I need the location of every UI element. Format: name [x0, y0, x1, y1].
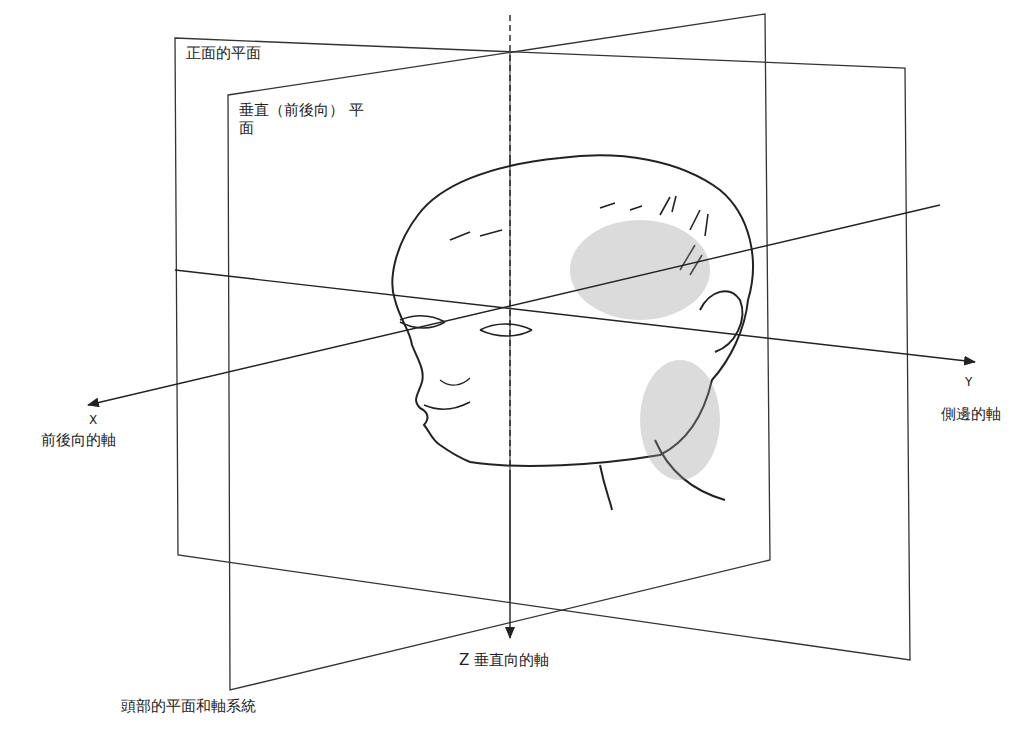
y-axis	[175, 270, 975, 362]
axes	[88, 15, 975, 638]
axis-letter: Y	[962, 374, 975, 390]
axis-label: 側邊的軸	[938, 404, 1004, 424]
mouth	[424, 402, 470, 409]
x-axis	[88, 205, 940, 405]
right-eye	[480, 324, 532, 336]
frontal-plane	[175, 38, 910, 660]
head-drawing	[392, 155, 753, 510]
plane-label: 垂直（前後向） 平面	[236, 100, 367, 138]
axis-letter: X	[86, 412, 100, 428]
z-axis-inside-head	[509, 160, 510, 470]
planes	[175, 14, 910, 690]
ear	[700, 291, 742, 352]
sagittal-plane	[228, 14, 770, 690]
z-axis-lower	[509, 470, 510, 638]
axis-label: 前後向的軸	[38, 430, 119, 450]
z-axis-upper	[509, 15, 510, 160]
plane-label: 正面的平面	[183, 43, 264, 63]
nostril	[440, 378, 470, 385]
axis-label: Z 垂直向的軸	[456, 650, 552, 670]
shading	[570, 220, 720, 480]
figure-caption: 頭部的平面和軸系統	[118, 696, 259, 716]
